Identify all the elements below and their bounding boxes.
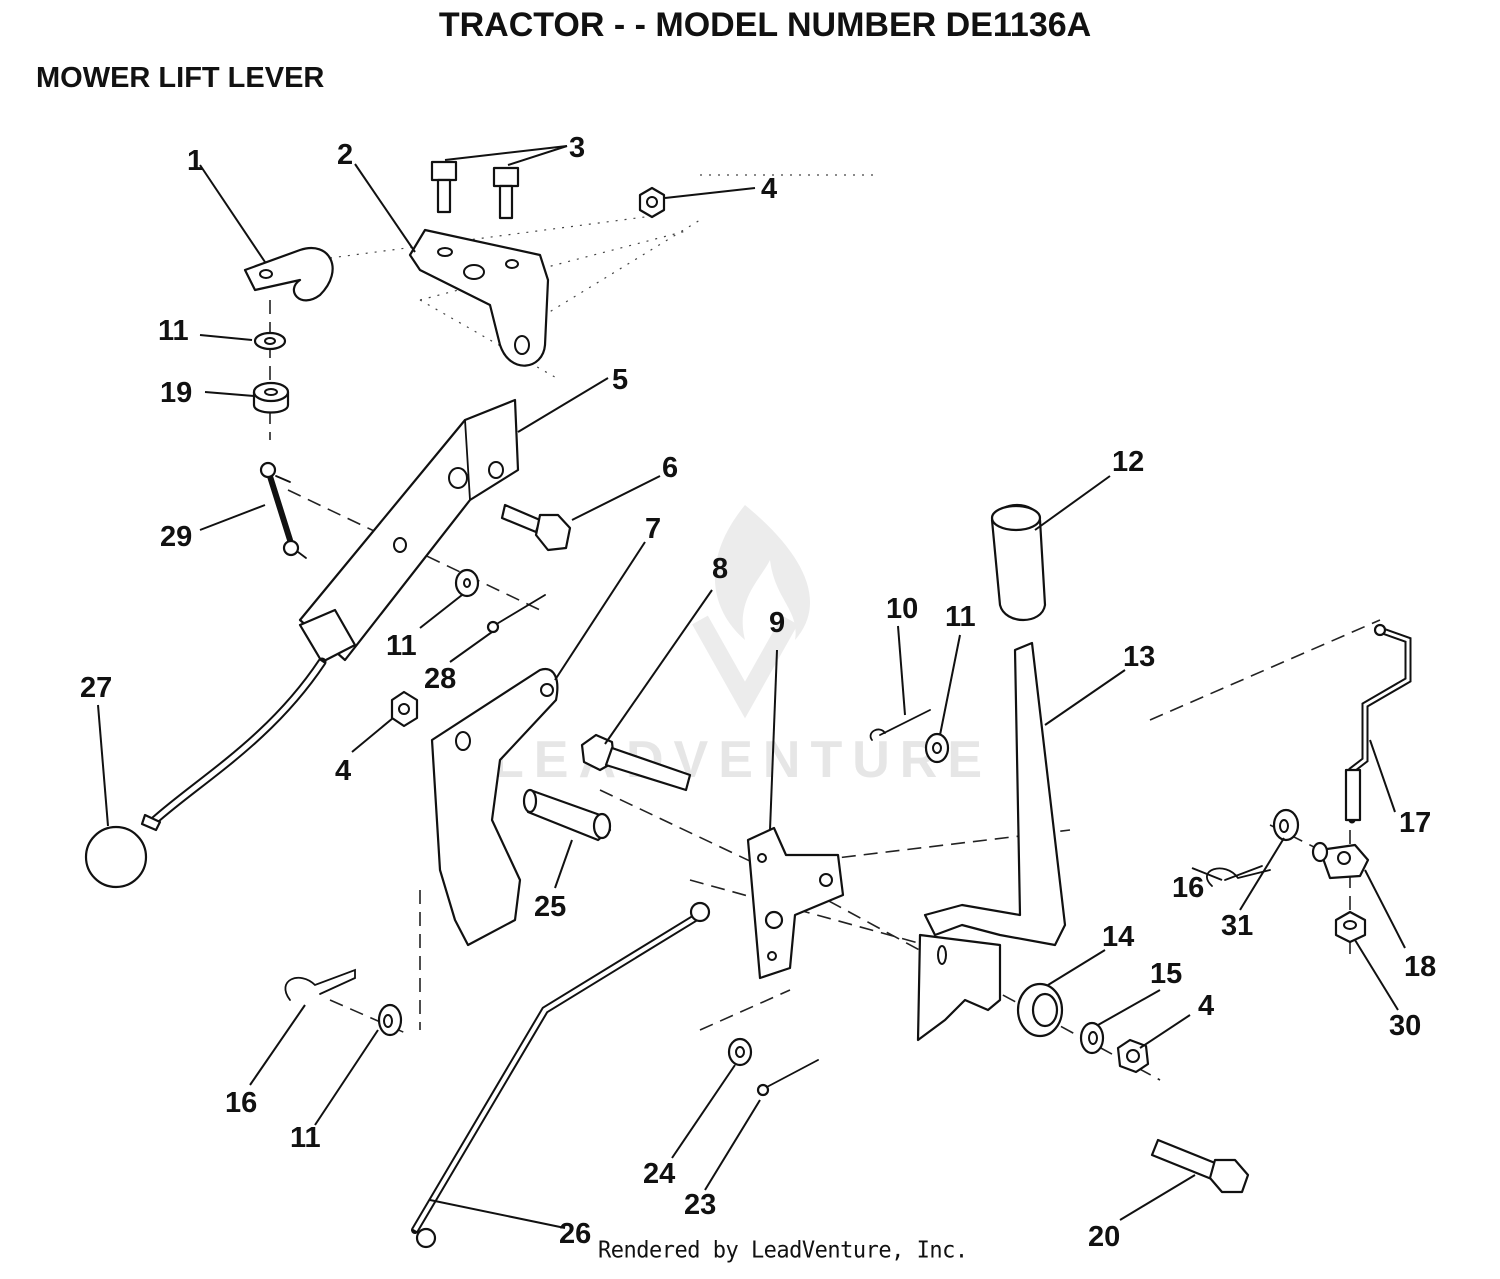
callouts: 1 2 3 4 5 6 7 8 9 10 11 11 11 11 12 13 1… (80, 132, 1436, 1253)
callout-8: 8 (712, 553, 728, 585)
callout-11-top-left: 11 (158, 315, 189, 347)
watermark-v-icon (692, 615, 798, 719)
callout-16-right: 16 (1172, 872, 1204, 904)
part-18-swivel (1311, 841, 1370, 880)
callout-2: 2 (337, 139, 353, 171)
callout-17: 17 (1399, 807, 1431, 839)
callout-26: 26 (559, 1218, 591, 1250)
part-17-rod (1344, 623, 1412, 824)
callout-4-bottom: 4 (1198, 990, 1214, 1022)
part-4-nut-top (638, 186, 666, 219)
part-3-bolts (430, 160, 520, 220)
callout-11-mid: 11 (386, 630, 417, 662)
part-30-nut (1334, 910, 1367, 944)
callout-29: 29 (160, 521, 192, 553)
callout-18: 18 (1404, 951, 1436, 983)
part-23-pin (756, 1059, 819, 1097)
part-14-bushing (1016, 982, 1064, 1038)
callout-4-top: 4 (761, 173, 777, 205)
callout-16-left: 16 (225, 1087, 257, 1119)
page-title: TRACTOR - - MODEL NUMBER DE1136A (438, 6, 1092, 44)
footer-credit: Rendered by LeadVenture, Inc. (598, 1237, 968, 1264)
callout-19: 19 (160, 377, 192, 409)
callout-6: 6 (662, 452, 678, 484)
part-7-plate (430, 667, 559, 947)
callout-27: 27 (80, 672, 112, 704)
callout-30: 30 (1389, 1010, 1421, 1042)
callout-11-right: 11 (945, 601, 976, 633)
part-16-clip-right (1206, 865, 1271, 887)
callout-20: 20 (1088, 1221, 1120, 1253)
part-2-bracket (408, 228, 550, 367)
callout-7: 7 (645, 513, 661, 545)
part-9-bracket (746, 826, 845, 980)
callout-24: 24 (643, 1158, 675, 1190)
watermark-text: LEADVENTURE (492, 731, 992, 789)
part-25-sleeve (522, 788, 612, 842)
callout-31: 31 (1221, 910, 1253, 942)
part-12-grip (990, 504, 1047, 621)
callout-5: 5 (612, 364, 628, 396)
diagram-subtitle: MOWER LIFT LEVER (36, 62, 325, 94)
part-31-washer (1272, 808, 1300, 842)
part-11-washer-right (924, 732, 950, 764)
part-16-clip-left (284, 968, 356, 1001)
part-4-nut-mid (390, 690, 419, 728)
callout-23: 23 (684, 1189, 716, 1221)
part-6-bolt (500, 503, 572, 552)
callout-15: 15 (1150, 958, 1182, 990)
part-26-rod (411, 901, 711, 1249)
part-11-washer-bottom (377, 1003, 403, 1037)
part-27-knob (84, 825, 148, 889)
leader-lines (97, 145, 1406, 1229)
watermark: LEADVENTURE (492, 505, 992, 789)
part-15-washer (1079, 1021, 1105, 1055)
callout-12: 12 (1112, 446, 1144, 478)
part-29-link (259, 461, 307, 559)
part-1-clamp (243, 247, 334, 302)
callout-9: 9 (769, 607, 785, 639)
part-10-pin (869, 709, 931, 741)
watermark-flame-icon (714, 505, 811, 640)
assembly-lines (269, 174, 1381, 1081)
part-24-washer (727, 1037, 753, 1067)
callout-25: 25 (534, 891, 566, 923)
callout-14: 14 (1102, 921, 1134, 953)
part-28-pin (486, 594, 546, 634)
part-13-lever (916, 641, 1067, 1042)
callout-13: 13 (1123, 641, 1155, 673)
part-5-lift-arm (140, 398, 520, 832)
part-8-bolt (580, 733, 692, 792)
callout-10: 10 (886, 593, 918, 625)
callout-3: 3 (569, 132, 585, 164)
callout-4-mid: 4 (335, 755, 351, 787)
part-19-nut (252, 381, 290, 414)
callout-1: 1 (187, 145, 203, 177)
callout-11-bottom: 11 (290, 1122, 321, 1154)
callout-28: 28 (424, 663, 456, 695)
part-20-bolt (1150, 1138, 1250, 1194)
washer-hole (264, 337, 276, 345)
washer-hole (463, 578, 471, 588)
